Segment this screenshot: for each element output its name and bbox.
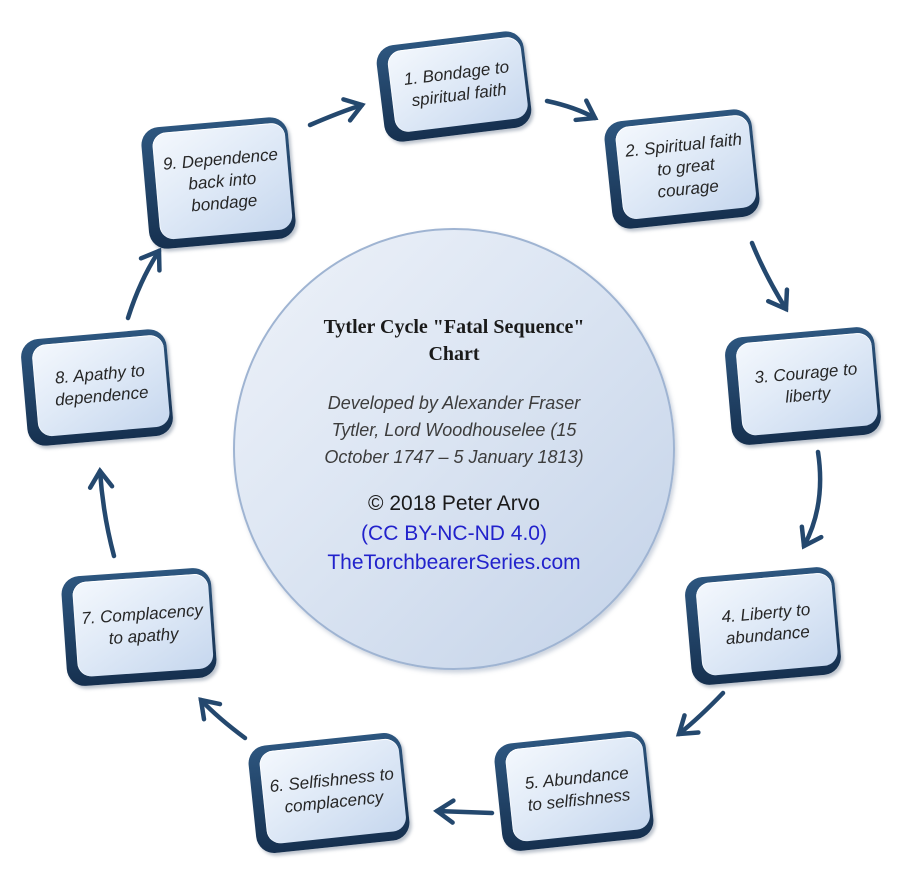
stage-box-9: 9. Dependence back into bondage [139, 115, 298, 251]
diagram-title-line2: Chart [428, 343, 480, 365]
attribution-line: October 1747 – 5 January 1813) [324, 447, 584, 467]
stage-box-1: 1. Bondage to spiritual faith [374, 29, 534, 144]
arrow-7-to-8-icon [87, 467, 117, 559]
stage-box-6: 6. Selfishness to complacency [246, 731, 412, 855]
arrow-1-to-2-icon [544, 98, 599, 123]
arrow-8-to-9-icon [125, 247, 162, 321]
stage-label-4: 4. Liberty to abundance [695, 571, 839, 677]
attribution-text: Developed by Alexander Fraser Tytler, Lo… [324, 390, 583, 471]
stage-label-line: liberty [784, 383, 832, 407]
stage-label-7: 7. Complacency to apathy [71, 573, 215, 678]
arrow-5-to-6-icon [433, 798, 495, 825]
attribution-line: Developed by Alexander Fraser [327, 393, 581, 413]
stage-label-2: 2. Spiritual faith to great courage [614, 113, 758, 221]
diagram-title: Tytler Cycle "Fatal Sequence" Chart [324, 314, 585, 368]
stage-label-6: 6. Selfishness to complacency [258, 737, 408, 845]
arrow-3-to-4-icon [799, 449, 824, 550]
arrow-2-to-3-icon [749, 240, 790, 313]
stage-label-1: 1. Bondage to spiritual faith [386, 35, 530, 134]
stage-label-3: 3. Courage to liberty [735, 331, 879, 437]
stage-label-5: 5. Abundance to selfishness [504, 735, 652, 843]
website-link[interactable]: TheTorchbearerSeries.com [327, 551, 581, 574]
arrow-4-to-5-icon [675, 690, 726, 737]
stage-label-line: bondage [190, 190, 259, 215]
stage-box-7: 7. Complacency to apathy [60, 566, 218, 688]
diagram-title-line1: Tytler Cycle "Fatal Sequence" [323, 316, 585, 338]
stage-label-9: 9. Dependence back into bondage [151, 122, 294, 241]
center-circle: Tytler Cycle "Fatal Sequence" Chart Deve… [233, 228, 675, 670]
arrow-9-to-1-icon [307, 97, 366, 128]
attribution-line: Tytler, Lord Woodhouselee (15 [331, 420, 577, 440]
stage-box-5: 5. Abundance to selfishness [492, 729, 656, 853]
stage-label-8: 8. Apathy to dependence [31, 334, 171, 438]
stage-box-4: 4. Liberty to abundance [683, 565, 843, 687]
license-text: (CC BY-NC-ND 4.0) [361, 522, 547, 545]
stage-box-2: 2. Spiritual faith to great courage [602, 107, 762, 231]
stage-box-8: 8. Apathy to dependence [19, 327, 175, 448]
copyright-text: © 2018 Peter Arvo [368, 492, 540, 515]
stage-label-line: to apathy [108, 623, 180, 648]
arrow-6-to-7-icon [198, 697, 248, 741]
stage-box-3: 3. Courage to liberty [723, 325, 883, 447]
